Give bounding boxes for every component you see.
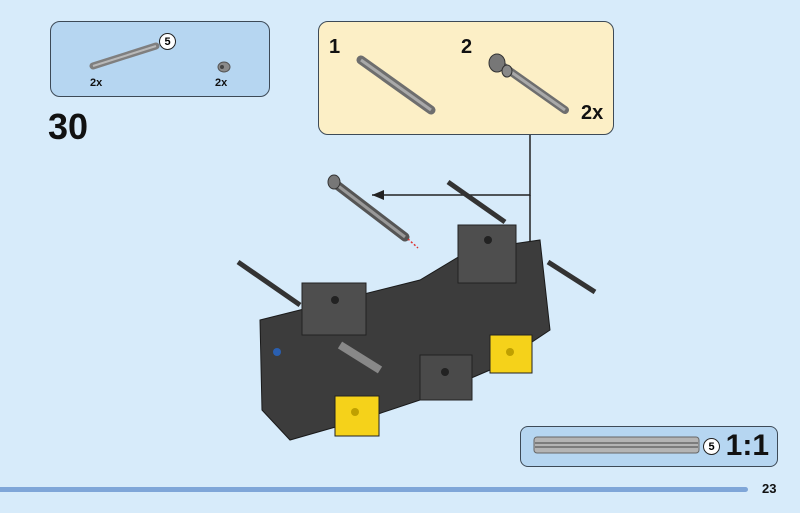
axle-part-icon — [89, 42, 160, 70]
step-number: 30 — [48, 106, 89, 147]
substep-1-number: 1 — [329, 36, 341, 58]
bush-part-icon — [217, 61, 231, 73]
axle-quantity: 2x — [90, 77, 103, 89]
scale-reference-box: 5 1:1 — [520, 426, 778, 467]
sub-assembly-callout: 1 2 2x — [318, 21, 614, 135]
substep-2-quantity: 2x — [581, 102, 604, 124]
progress-bar — [0, 487, 748, 492]
scale-axle-icon — [533, 436, 700, 454]
parts-list-box: 5 2x 2x — [50, 21, 270, 97]
page-number: 23 — [762, 481, 777, 496]
scale-ratio: 1:1 — [725, 429, 769, 462]
axle-length-badge: 5 — [159, 33, 176, 50]
bush-quantity: 2x — [215, 77, 228, 89]
axle-assembly-icon — [356, 53, 569, 115]
scale-length-badge: 5 — [703, 438, 720, 455]
substep-2-number: 2 — [461, 36, 473, 58]
